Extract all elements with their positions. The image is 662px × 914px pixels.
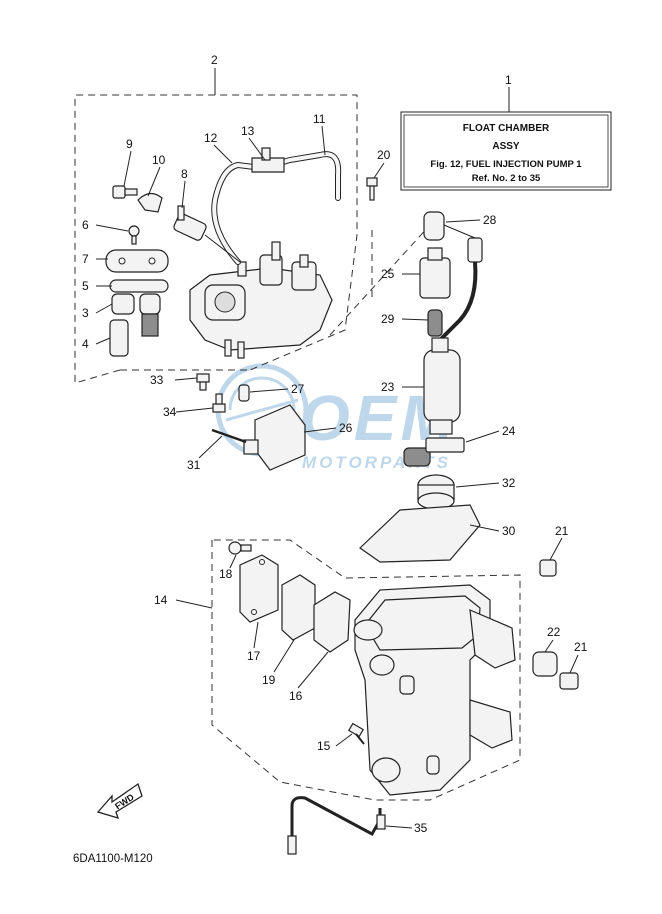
part-17-plate [239, 554, 279, 623]
callout-29: 29 [381, 312, 395, 326]
diagram-code: 6DA1100-M120 [73, 853, 153, 865]
part-27-fitting [238, 384, 250, 402]
callout-31: 31 [187, 458, 201, 472]
callout-24: 24 [502, 424, 516, 438]
callout-labels: 1 2 9 10 8 12 13 11 20 6 7 5 3 4 28 25 2… [82, 53, 588, 835]
callout-2: 2 [211, 53, 218, 67]
wire-harness [438, 237, 483, 342]
info-box-line1: FLOAT CHAMBER [463, 123, 550, 134]
callout-21-top: 21 [555, 524, 569, 538]
callout-9: 9 [126, 137, 133, 151]
callout-25: 25 [381, 267, 395, 281]
part-26-sensor [243, 404, 306, 471]
callout-19: 19 [262, 673, 276, 687]
callout-4: 4 [82, 337, 89, 351]
callout-30: 30 [502, 524, 516, 538]
part-35-hose [287, 796, 386, 855]
chamber-cover [189, 241, 333, 359]
part-32-seat [417, 474, 455, 510]
callout-1: 1 [505, 73, 512, 87]
callout-11: 11 [313, 112, 326, 126]
part-15-screw [347, 722, 365, 745]
leader-lines [95, 68, 579, 829]
part-6-screw [128, 225, 140, 245]
part-28-grommet [423, 211, 476, 241]
callout-14: 14 [154, 593, 168, 607]
part-18-screw [228, 541, 252, 555]
callout-5: 5 [82, 279, 89, 293]
callout-13: 13 [241, 124, 255, 138]
part-21-side-grommet [559, 672, 579, 690]
callout-26: 26 [339, 421, 353, 435]
part-30-gasket [359, 504, 481, 563]
callout-32: 32 [502, 476, 516, 490]
part-16-gasket [313, 591, 351, 653]
callout-35: 35 [414, 821, 428, 835]
callout-6: 6 [82, 218, 89, 232]
info-box-line4: Ref. No. 2 to 35 [472, 173, 541, 184]
part-34-bolt [212, 393, 226, 413]
float-chamber-housing [353, 584, 516, 796]
part-20-screw [366, 177, 378, 201]
part-22-damper [532, 651, 558, 677]
callout-7: 7 [82, 252, 89, 266]
info-box: FLOAT CHAMBER ASSY Fig. 12, FUEL INJECTI… [400, 111, 612, 191]
part-4-pin [109, 319, 129, 357]
info-box-line2: ASSY [492, 141, 520, 152]
part-21-top-grommet [539, 559, 557, 577]
part-10-clip [137, 192, 163, 213]
callout-23: 23 [381, 380, 395, 394]
callout-15: 15 [317, 739, 331, 753]
part-7-plate [105, 249, 169, 273]
part-31-wire [211, 428, 247, 444]
callout-22: 22 [547, 625, 561, 639]
part-8-sensor [173, 205, 241, 263]
group-outlines [74, 94, 521, 801]
part-23-fuel-pump [423, 337, 461, 435]
fwd-arrow-icon: FWD [96, 782, 143, 819]
part-33-bolt [196, 373, 210, 391]
part-24-connector [403, 437, 465, 467]
part-29-seal [427, 309, 443, 337]
callout-3: 3 [82, 306, 89, 320]
part-9-bolt [112, 185, 138, 199]
callout-17: 17 [247, 649, 261, 663]
callout-12: 12 [204, 131, 218, 145]
part-3-needle-valve [111, 293, 161, 337]
part-25-filter [419, 247, 451, 299]
callout-18: 18 [219, 567, 233, 581]
part-5-gasket [109, 279, 169, 293]
part-19-plate [281, 574, 316, 641]
callout-27: 27 [291, 382, 305, 396]
callout-16: 16 [289, 689, 303, 703]
callout-33: 33 [150, 373, 164, 387]
info-box-line3: Fig. 12, FUEL INJECTION PUMP 1 [430, 159, 582, 170]
callout-20: 20 [377, 148, 391, 162]
callout-28: 28 [483, 213, 497, 227]
hose-assembly [211, 147, 342, 265]
callout-21-side: 21 [574, 640, 588, 654]
callout-34: 34 [163, 405, 177, 419]
callout-10: 10 [152, 153, 166, 167]
callout-8: 8 [181, 167, 188, 181]
